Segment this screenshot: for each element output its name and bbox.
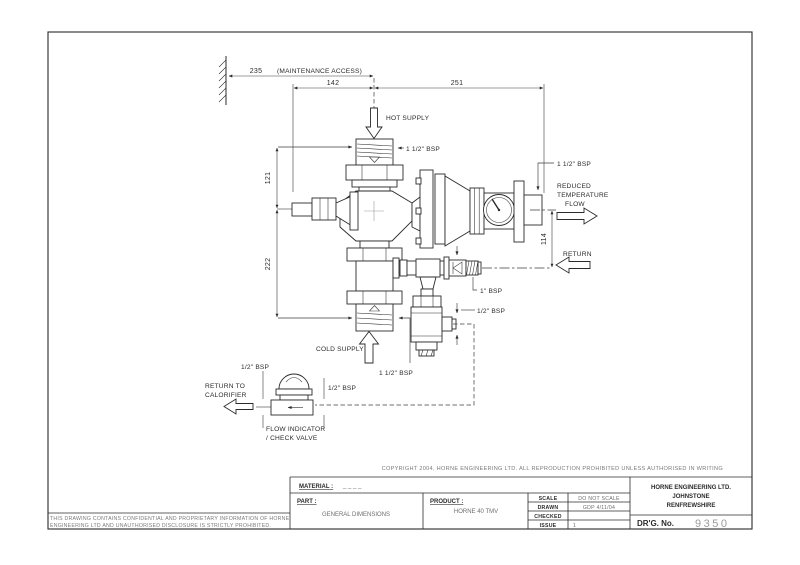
return-branch [392, 246, 482, 290]
disclaimer-line-2: ENGINEERING LTD AND UNAUTHORISED DISCLOS… [50, 523, 271, 529]
material-label: MATERIAL : [299, 484, 333, 490]
drawn-label: DRAWN [538, 505, 559, 511]
scale-label: SCALE [539, 496, 558, 502]
cold-inlet-stack [346, 240, 403, 332]
checked-label: CHECKED [534, 514, 561, 520]
label-cold-supply: COLD SUPPLY [316, 346, 364, 353]
label-drain-bsp: 1/2" BSP [477, 308, 506, 315]
product-value: HORNE 40 TMV [454, 509, 498, 515]
flow-indicator [256, 371, 325, 428]
dimension-lines [228, 74, 554, 320]
leader-lines [397, 146, 554, 363]
issue-value: 1 [573, 523, 576, 529]
material-value: _ _ _ _ [342, 483, 362, 489]
drawn-value: GDP 4/11/04 [583, 505, 615, 511]
check-valve [448, 259, 467, 277]
label-reduced-3: FLOW [565, 201, 585, 208]
label-return-to-2: CALORIFIER [205, 392, 247, 399]
reduced-flow-arrow [556, 207, 598, 225]
label-fi-right-bsp: 1/2" BSP [328, 385, 357, 392]
dim-235: 235 [250, 68, 263, 75]
disclaimer-line-1: THIS DRAWING CONTAINS CONFIDENTIAL AND P… [50, 516, 290, 522]
company-town: JOHNSTONE [672, 494, 709, 500]
dim-114: 114 [541, 233, 548, 245]
label-return-bsp: 1" BSP [480, 288, 503, 295]
drg-number: 9350 [695, 518, 729, 530]
issue-label: ISSUE [540, 523, 557, 529]
dim-121: 121 [265, 172, 272, 185]
drg-no-label: DR'G. No. [637, 519, 674, 528]
copyright-notice: COPYRIGHT 2004, HORNE ENGINEERING LTD. A… [382, 466, 723, 472]
label-hot-supply: HOT SUPPLY [386, 115, 430, 122]
cold-supply-arrow [358, 330, 380, 364]
product-label: PRODUCT : [430, 499, 463, 505]
dim-251: 251 [451, 80, 464, 87]
company-county: RENFREWSHIRE [667, 503, 716, 509]
label-cold-bsp: 1 1/2" BSP [379, 370, 413, 377]
dim-222: 222 [265, 258, 272, 271]
wall-hatch [218, 56, 227, 105]
label-outlet-bsp: 1 1/2" BSP [557, 161, 591, 168]
label-reduced-1: REDUCED [557, 183, 591, 190]
label-return: RETURN [563, 251, 592, 258]
left-spigot [291, 191, 359, 231]
company-name: HORNE ENGINEERING LTD. [651, 485, 731, 491]
flow-arrows [223, 107, 598, 415]
dim-142: 142 [327, 80, 340, 87]
part-label: PART : [297, 499, 317, 505]
hot-supply-arrow [365, 107, 383, 140]
part-value: GENERAL DIMENSIONS [322, 512, 390, 518]
dim-235-note: (MAINTENANCE ACCESS) [277, 68, 362, 75]
label-reduced-2: TEMPERATURE [557, 192, 609, 199]
return-calorifier-arrow [223, 398, 254, 415]
sheet-border [47, 31, 753, 530]
hot-inlet-fitting [345, 138, 404, 194]
label-flow-indicator-2: / CHECK VALVE [266, 435, 318, 442]
title-block-grid [48, 476, 752, 529]
label-flow-indicator-1: FLOW INDICATOR [266, 426, 325, 433]
label-hot-bsp: 1 1/2" BSP [406, 146, 440, 153]
label-fi-top-bsp: 1/2" BSP [241, 364, 270, 371]
return-flow-arrow [555, 256, 591, 274]
drain-valve [410, 288, 457, 357]
outlet-assembly [411, 169, 543, 249]
temperature-gauge [483, 194, 515, 226]
label-return-to-1: RETURN TO [205, 383, 245, 390]
scale-value: DO NOT SCALE [578, 496, 620, 502]
drain-routing-dashed [315, 323, 475, 406]
